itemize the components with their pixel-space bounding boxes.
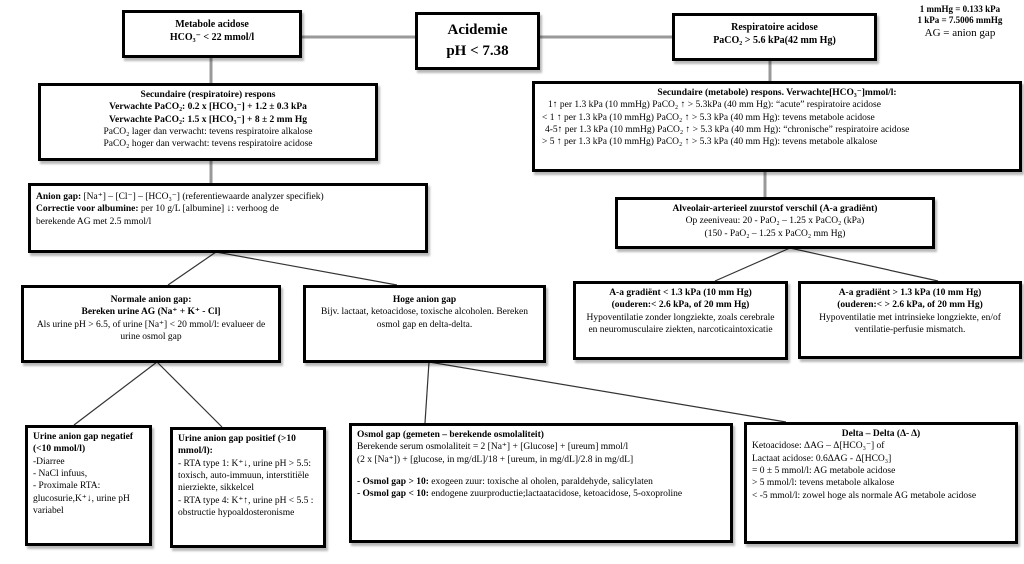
legend-line: 1 kPa = 7.5006 mmHg [917,15,1003,26]
interpretation-line: - Osmol gap > 10: exogeen zuur: toxische… [357,477,653,488]
formula-line: Anion gap: [Na⁺] – [Cl⁻] – [HCO₃⁻] (refe… [36,192,324,202]
node-acidemie-root: Acidemie pH < 7.38 [415,12,540,70]
node-urine-ag-negatief: Urine anion gap negatief (<10 mmol/l) -D… [25,425,152,546]
node-body: Hypoventilatie zonder longziekte, zoals … [586,312,775,336]
node-title: A-a gradiënt > 1.3 kPa (10 mm Hg) [838,288,982,298]
interpretation-line: - Osmol gap < 10: endogene zuurproductie… [357,489,683,500]
node-title: Alveolair-arterieel zuurstof verschil (A… [672,204,878,214]
formula-mmhg: Verwachte PaCO₂: 1.5 x [HCO₃⁻] + 8 ± 2 m… [108,114,308,125]
node-criterion: pH < 7.38 [446,42,509,59]
node-subtitle: (ouderen:< > 2.6 kPa, of 20 mm Hg) [837,300,983,311]
node-title: Osmol gap (gemeten – berekende osmolalit… [357,430,544,440]
node-title: Metabole acidose [175,19,249,30]
node-title: Delta – Delta (Δ- Δ) [841,429,921,439]
node-criterion: PaCO₂ > 5.6 kPa(42 mm Hg) [713,35,836,46]
node-criterion: HCO₃⁻ < 22 mmol/l [169,32,255,43]
node-subtitle: (ouderen:< 2.6 kPa, of 20 mm Hg) [611,300,750,311]
cause-line: - NaCl infuus, [33,469,88,480]
formula-line: Berekende serum osmolaliteit = 2 [Na⁺] +… [357,442,629,453]
node-body: Hypoventilatie met intrinsieke longziekt… [819,312,1001,336]
node-title: Hoge anion gap [392,295,457,305]
urine-ag-formula: Bereken urine AG (Na⁺ + K⁺ - Cl] [81,307,221,318]
node-osmol-gap: Osmol gap (gemeten – berekende osmolalit… [349,423,733,543]
interpretation-line: < -5 mmol/l: zowel hoge als normale AG m… [752,490,977,501]
rule-line: 1↑ per 1.3 kPa (10 mmHg) PaCO₂ ↑ > 5.3kP… [548,100,881,111]
spacer [357,466,725,476]
formula-line-conventional: (2 x [Na⁺]) + [glucose, in mg/dL]/18 + [… [357,454,634,465]
node-title: Respiratoire acidose [731,22,818,33]
node-title: Urine anion gap positief (>10 mmol/l): [178,434,296,457]
node-title: Urine anion gap negatief (<10 mmol/l) [33,432,134,455]
cause-line: - RTA type 4: K⁺↑, urine pH < 5.5 : obst… [178,495,314,519]
cause-line: - Proximale RTA: glucosurie,K⁺↓, urine p… [33,481,130,517]
node-title: Normale anion gap: [110,295,192,305]
albumin-correction-cont: berekende AG met 2.5 mmol/l [36,216,152,227]
node-delta-delta: Delta – Delta (Δ- Δ) Ketoacidose: ΔAG – … [744,422,1018,544]
node-body: Bijv. lactaat, ketoacidose, toxische alc… [321,307,528,330]
formula-kpa: Op zeeniveau: 20 - PaO₂ – 1.25 x PaCO₂ (… [685,216,865,227]
node-secundaire-metabole-respons: Secundaire (metabole) respons. Verwachte… [532,81,1022,172]
formula-line: Ketoacidose: ΔAG – Δ[HCO₃⁻] of [752,441,885,452]
rule-line: < 1 ↑ per 1.3 kPa (10 mmHg) PaCO₂ ↑ > 5.… [542,112,875,123]
interpretation-line: > 5 mmol/l: tevens metabole alkalose [752,478,895,489]
node-anion-gap-formula: Anion gap: [Na⁺] – [Cl⁻] – [HCO₃⁻] (refe… [28,183,428,253]
node-body: Als urine pH > 6.5, of urine [Na⁺] < 20 … [36,319,266,343]
formula-line: Lactaat acidose: 0.6ΔAG - Δ[HCO₃] [752,453,892,464]
rule-line: 4-5↑ per 1.3 kPa (10 mmHg) PaCO₂ ↑ > 5.3… [545,125,910,136]
formula-kpa: Verwachte PaCO₂: 0.2 x [HCO₃⁻] + 1.2 ± 0… [109,102,307,113]
node-normale-anion-gap: Normale anion gap: Bereken urine AG (Na⁺… [21,285,281,363]
cause-line: - RTA type 1: K⁺↓, urine pH > 5.5: toxis… [178,458,312,494]
node-title: Secundaire (respiratoire) respons [140,90,276,100]
node-respiratoire-acidose: Respiratoire acidose PaCO₂ > 5.6 kPa(42 … [672,13,877,61]
node-urine-ag-positief: Urine anion gap positief (>10 mmol/l): -… [170,427,326,548]
interpretation-line: PaCO₂ hoger dan verwacht: tevens respira… [103,139,313,150]
formula-mmhg: (150 - PaO₂ – 1.25 x PaCO₂ mm Hg) [704,228,846,239]
node-aa-gradient-low: A-a gradiënt < 1.3 kPa (10 mm Hg) (ouder… [573,281,788,360]
node-metabole-acidose: Metabole acidose HCO₃⁻ < 22 mmol/l [122,10,302,58]
rule-line: > 5 ↑ per 1.3 kPa (10 mmHg) PaCO₂ ↑ > 5.… [542,137,878,148]
node-title: A-a gradiënt < 1.3 kPa (10 mm Hg) [609,288,752,298]
interpretation-line: = 0 ± 5 mmol/l: AG metabole acidose [752,466,896,477]
node-title: Acidemie [447,22,508,38]
node-hoge-anion-gap: Hoge anion gap Bijv. lactaat, ketoacidos… [303,285,546,363]
node-aa-gradient-high: A-a gradiënt > 1.3 kPa (10 mm Hg) (ouder… [798,281,1022,359]
albumin-correction-line: Correctie voor albumine: per 10 g/L [alb… [36,204,279,215]
node-title: Secundaire (metabole) respons. Verwachte… [657,88,897,98]
node-secundaire-respiratoire-respons: Secundaire (respiratoire) respons Verwac… [38,83,378,161]
legend-line: 1 mmHg = 0.133 kPa [919,4,1001,14]
interpretation-line: PaCO₂ lager dan verwacht: tevens respira… [103,127,313,138]
unit-conversion-legend: 1 mmHg = 0.133 kPa 1 kPa = 7.5006 mmHg A… [900,4,1020,40]
node-aa-gradient-formula: Alveolair-arterieel zuurstof verschil (A… [615,197,935,249]
legend-line: AG = anion gap [924,26,996,39]
cause-line: -Diarree [33,456,65,467]
